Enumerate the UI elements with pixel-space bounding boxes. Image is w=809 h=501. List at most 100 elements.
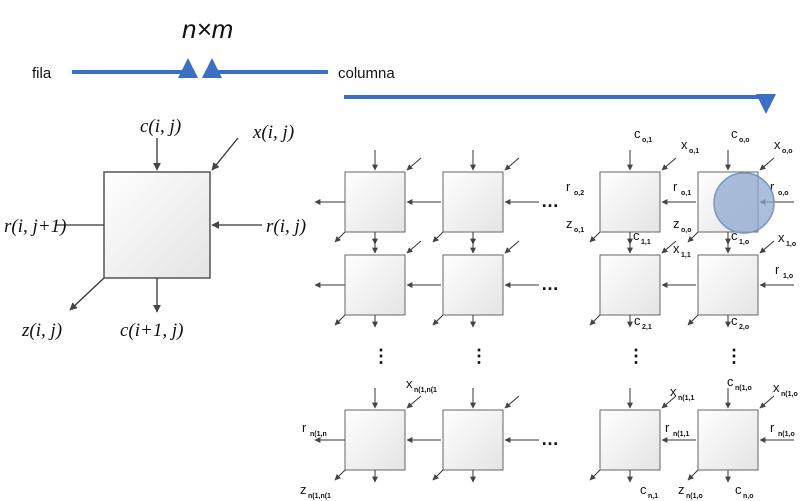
- x-arrow: [504, 157, 520, 171]
- grid-cell: [599, 171, 661, 233]
- grid-label-x: x: [773, 380, 780, 395]
- grid-label-subscript: n(1,o: [686, 493, 703, 500]
- x-arrow: [759, 240, 775, 254]
- grid-label-subscript: o,1: [681, 190, 691, 197]
- grid-label-c: c: [731, 313, 738, 328]
- title: n×m: [182, 14, 233, 44]
- grid-label-subscript: 2,o: [739, 324, 749, 331]
- grid-label-subscript: 2,1: [642, 324, 652, 331]
- z-arrow: [687, 314, 699, 326]
- grid-label-c: c: [731, 228, 738, 243]
- grid-label-r: r: [775, 262, 780, 277]
- highlight-circle: [713, 172, 775, 234]
- z-arrow: [432, 469, 444, 481]
- grid-label-x: x: [406, 376, 413, 391]
- label-r-in: r(i, j): [266, 216, 306, 237]
- ellipsis-vertical: ⋮: [725, 346, 743, 366]
- grid-label-subscript: n,o: [743, 493, 754, 500]
- z-arrow: [589, 469, 601, 481]
- grid-label-subscript: o,1: [574, 227, 584, 234]
- z-arrow: [432, 231, 444, 243]
- grid-label-subscript: n,1: [648, 493, 658, 500]
- x-arrow: [661, 240, 677, 254]
- label-r-out: r(i, j+1): [4, 216, 66, 237]
- grid-label-subscript: o,o: [681, 227, 692, 234]
- x-arrow: [504, 395, 520, 409]
- grid-cell: [442, 171, 504, 233]
- x-arrow: [759, 395, 775, 409]
- grid-cell: [344, 409, 406, 471]
- grid-label-c: c: [727, 374, 734, 389]
- grid-label-c: c: [633, 228, 640, 243]
- grid-label-subscript: o,2: [574, 190, 584, 197]
- grid-label-c: c: [640, 482, 647, 497]
- grid-label-r: r: [770, 420, 775, 435]
- grid-label-x: x: [681, 137, 688, 152]
- x-arrow: [406, 240, 422, 254]
- z-arrow: [687, 469, 699, 481]
- grid-label-x: x: [670, 384, 677, 399]
- ellipsis-horizontal: …: [541, 274, 559, 294]
- grid-label-x: x: [673, 241, 680, 256]
- x-arrow: [504, 240, 520, 254]
- grid-label-subscript: n(1,1: [678, 395, 694, 402]
- grid-label-c: c: [634, 313, 641, 328]
- label-x-in: x(i, j): [252, 122, 294, 143]
- z-arrow: [334, 469, 346, 481]
- grid-cell: [442, 409, 504, 471]
- columna-label: columna: [338, 65, 395, 82]
- fila-arrow: [72, 58, 198, 78]
- grid-label-r: r: [770, 179, 775, 194]
- grid-cell: [599, 409, 661, 471]
- processor-grid: ………⋮⋮⋮⋮: [314, 150, 794, 483]
- grid-label-r: r: [302, 420, 307, 435]
- grid-cell: [442, 254, 504, 316]
- grid-label-subscript: o,o: [778, 190, 789, 197]
- grid-label-subscript: o,1: [642, 137, 652, 144]
- grid-label-c: c: [634, 126, 641, 141]
- z-arrow: [334, 231, 346, 243]
- z-arrow: [589, 314, 601, 326]
- grid-label-subscript: o,o: [782, 148, 793, 155]
- x-arrow: [661, 157, 677, 171]
- z-arrow: [589, 231, 601, 243]
- cell-box: [103, 171, 211, 279]
- grid-label-c: c: [731, 126, 738, 141]
- ellipsis-vertical: ⋮: [627, 346, 645, 366]
- columna-arrow: [202, 58, 328, 78]
- grid-label-subscript: n(1,1: [673, 431, 689, 438]
- x-arrow: [759, 157, 775, 171]
- grid-label-x: x: [774, 137, 781, 152]
- grid-label-z: z: [300, 482, 307, 497]
- grid-label-subscript: 1,1: [641, 239, 651, 246]
- grid-label-subscript: 1,o: [786, 241, 796, 248]
- x-arrow: [661, 395, 677, 409]
- grid-label-subscript: o,o: [739, 137, 750, 144]
- z-arrow: [687, 231, 699, 243]
- grid-label-subscript: 1,1: [681, 252, 691, 259]
- grid-label-subscript: n(1,n(1: [414, 387, 437, 394]
- grid-label-subscript: 1,o: [739, 239, 749, 246]
- x-arrow: [406, 157, 422, 171]
- grid-label-subscript: n(1,o: [778, 431, 795, 438]
- z-arrow: [432, 314, 444, 326]
- grid-label-r: r: [566, 179, 571, 194]
- grid-label-z: z: [678, 482, 685, 497]
- grid-label-x: x: [778, 230, 785, 245]
- ellipsis-horizontal: …: [541, 429, 559, 449]
- fila-label: fila: [32, 65, 52, 82]
- label-c-in: c(i, j): [140, 116, 181, 137]
- grid-label-subscript: n(1,o: [781, 391, 798, 398]
- grid-label-r: r: [665, 420, 670, 435]
- grid-cell: [599, 254, 661, 316]
- grid-cell: [344, 171, 406, 233]
- label-z-out: z(i, j): [21, 320, 62, 341]
- grid-label-r: r: [673, 179, 678, 194]
- x-arrow: [406, 395, 422, 409]
- ellipsis-horizontal: …: [541, 191, 559, 211]
- grid-pointer-arrow: [344, 94, 776, 114]
- single-cell: [56, 137, 262, 313]
- grid-label-subscript: n(1,n: [310, 431, 327, 438]
